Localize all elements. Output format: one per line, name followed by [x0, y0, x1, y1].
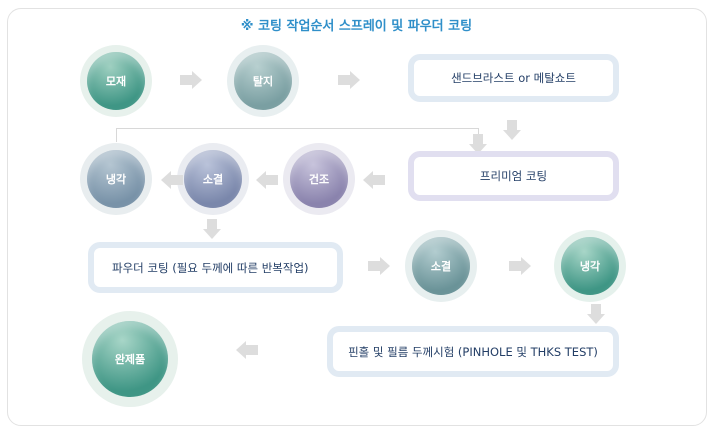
step-sinter-2-label: 소결 [412, 237, 470, 295]
step-cool-2: 냉각 [554, 230, 626, 302]
arrow-down-icon [203, 219, 221, 239]
arrow-down-icon [503, 120, 521, 140]
arrow-left-icon [363, 171, 385, 189]
step-cool-1-label: 냉각 [87, 150, 145, 208]
step-degrease: 탈지 [227, 45, 299, 117]
arrow-right-icon [338, 71, 360, 89]
arrow-right-icon [509, 257, 531, 275]
step-dry-label: 건조 [290, 150, 348, 208]
connector-line [478, 128, 479, 136]
step-degrease-label: 탈지 [234, 52, 292, 110]
step-blast: 샌드브라스트 or 메탈쇼트 [408, 54, 619, 102]
step-dry: 건조 [283, 143, 355, 215]
step-sinter-2: 소결 [405, 230, 477, 302]
step-base-label: 모재 [87, 52, 145, 110]
step-test: 핀홀 및 필름 두께시험 (PINHOLE 및 THKS TEST) [327, 326, 619, 377]
arrow-left-icon [161, 171, 183, 189]
step-sinter-1: 소결 [177, 143, 249, 215]
diagram-frame [7, 8, 707, 426]
step-sinter-1-label: 소결 [184, 150, 242, 208]
step-powder: 파우더 코팅 (필요 두께에 따른 반복작업) [88, 242, 343, 293]
step-finished: 완제품 [82, 311, 178, 407]
step-premium: 프리미엄 코팅 [408, 151, 619, 201]
arrow-left-icon [256, 171, 278, 189]
step-base: 모재 [80, 45, 152, 117]
arrow-down-icon [587, 304, 605, 324]
arrow-left-icon [236, 341, 258, 359]
step-finished-label: 완제품 [92, 321, 168, 397]
connector-line [116, 128, 117, 142]
arrow-right-icon [368, 257, 390, 275]
step-cool-1: 냉각 [80, 143, 152, 215]
diagram-title: ※ 코팅 작업순서 스프레이 및 파우더 코팅 [240, 19, 473, 34]
step-cool-2-label: 냉각 [561, 237, 619, 295]
arrow-down-icon [469, 134, 487, 154]
arrow-right-icon [180, 71, 202, 89]
connector-line [116, 128, 478, 129]
